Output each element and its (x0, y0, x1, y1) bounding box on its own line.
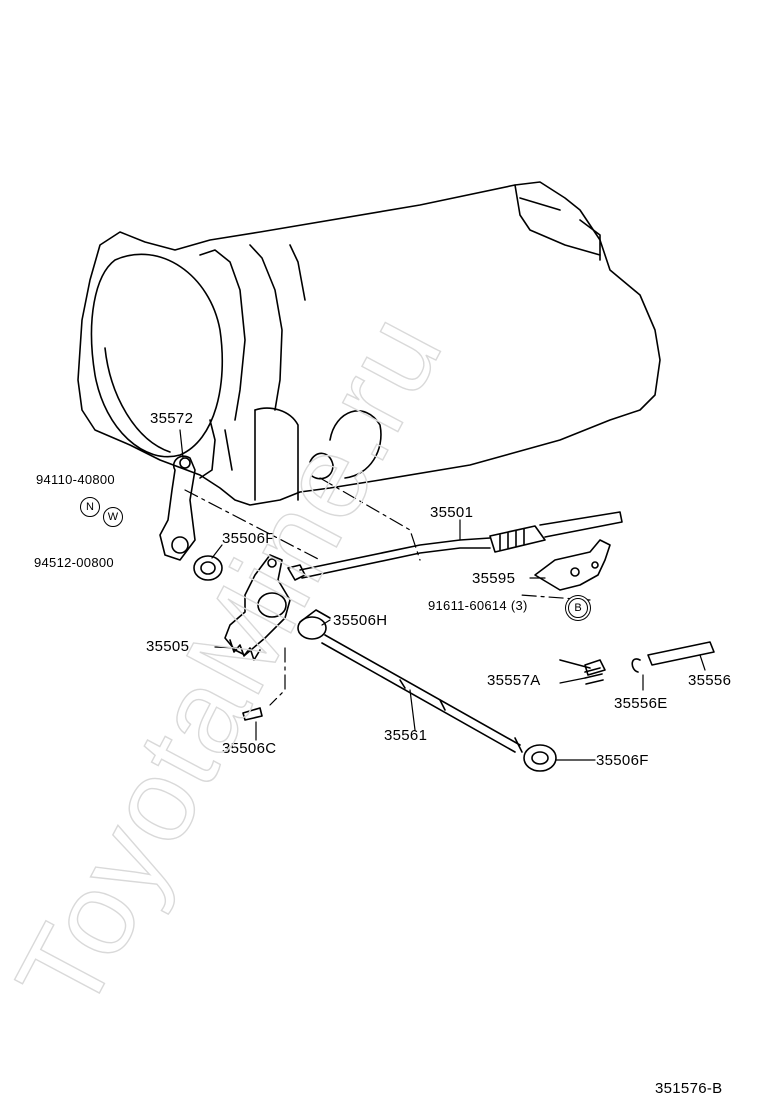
lever-35572 (159, 455, 196, 561)
n-symbol-icon: N (80, 497, 100, 517)
label-35506F-lower: 35506F (596, 752, 649, 769)
leader-lines (179, 429, 706, 761)
w-symbol-icon: W (103, 507, 123, 527)
label-35506F-upper: 35506F (222, 530, 275, 547)
detent-plate-35505 (224, 554, 291, 661)
label-35556: 35556 (688, 672, 732, 689)
label-94512-00800: 94512-00800 (34, 555, 114, 570)
label-35572: 35572 (150, 410, 194, 427)
bracket-35595 (534, 539, 611, 591)
label-35501: 35501 (430, 504, 474, 521)
label-35556E: 35556E (614, 695, 668, 712)
clip-35556E (631, 658, 641, 673)
diagram-code: 351576-B (655, 1080, 723, 1097)
label-35595: 35595 (472, 570, 516, 587)
label-35557A: 35557A (487, 672, 541, 689)
pin-35506C (242, 707, 263, 721)
seal-35506F-upper (193, 555, 223, 581)
label-94110-40800: 94110-40800 (36, 472, 115, 487)
spring-35557A (559, 659, 606, 685)
label-35506H: 35506H (333, 612, 388, 629)
rod-35501 (287, 511, 623, 581)
transmission-housing (77, 181, 661, 506)
pin-35556 (647, 641, 715, 666)
shaft-35561 (321, 634, 523, 753)
label-35506C: 35506C (222, 740, 277, 757)
label-91611-60614: 91611-60614 (3) (428, 598, 528, 613)
label-35505: 35505 (146, 638, 190, 655)
label-35561: 35561 (384, 727, 428, 744)
b-symbol-icon: B (568, 598, 588, 618)
seal-35506F-lower (523, 744, 557, 772)
collar-35506H (297, 609, 331, 640)
